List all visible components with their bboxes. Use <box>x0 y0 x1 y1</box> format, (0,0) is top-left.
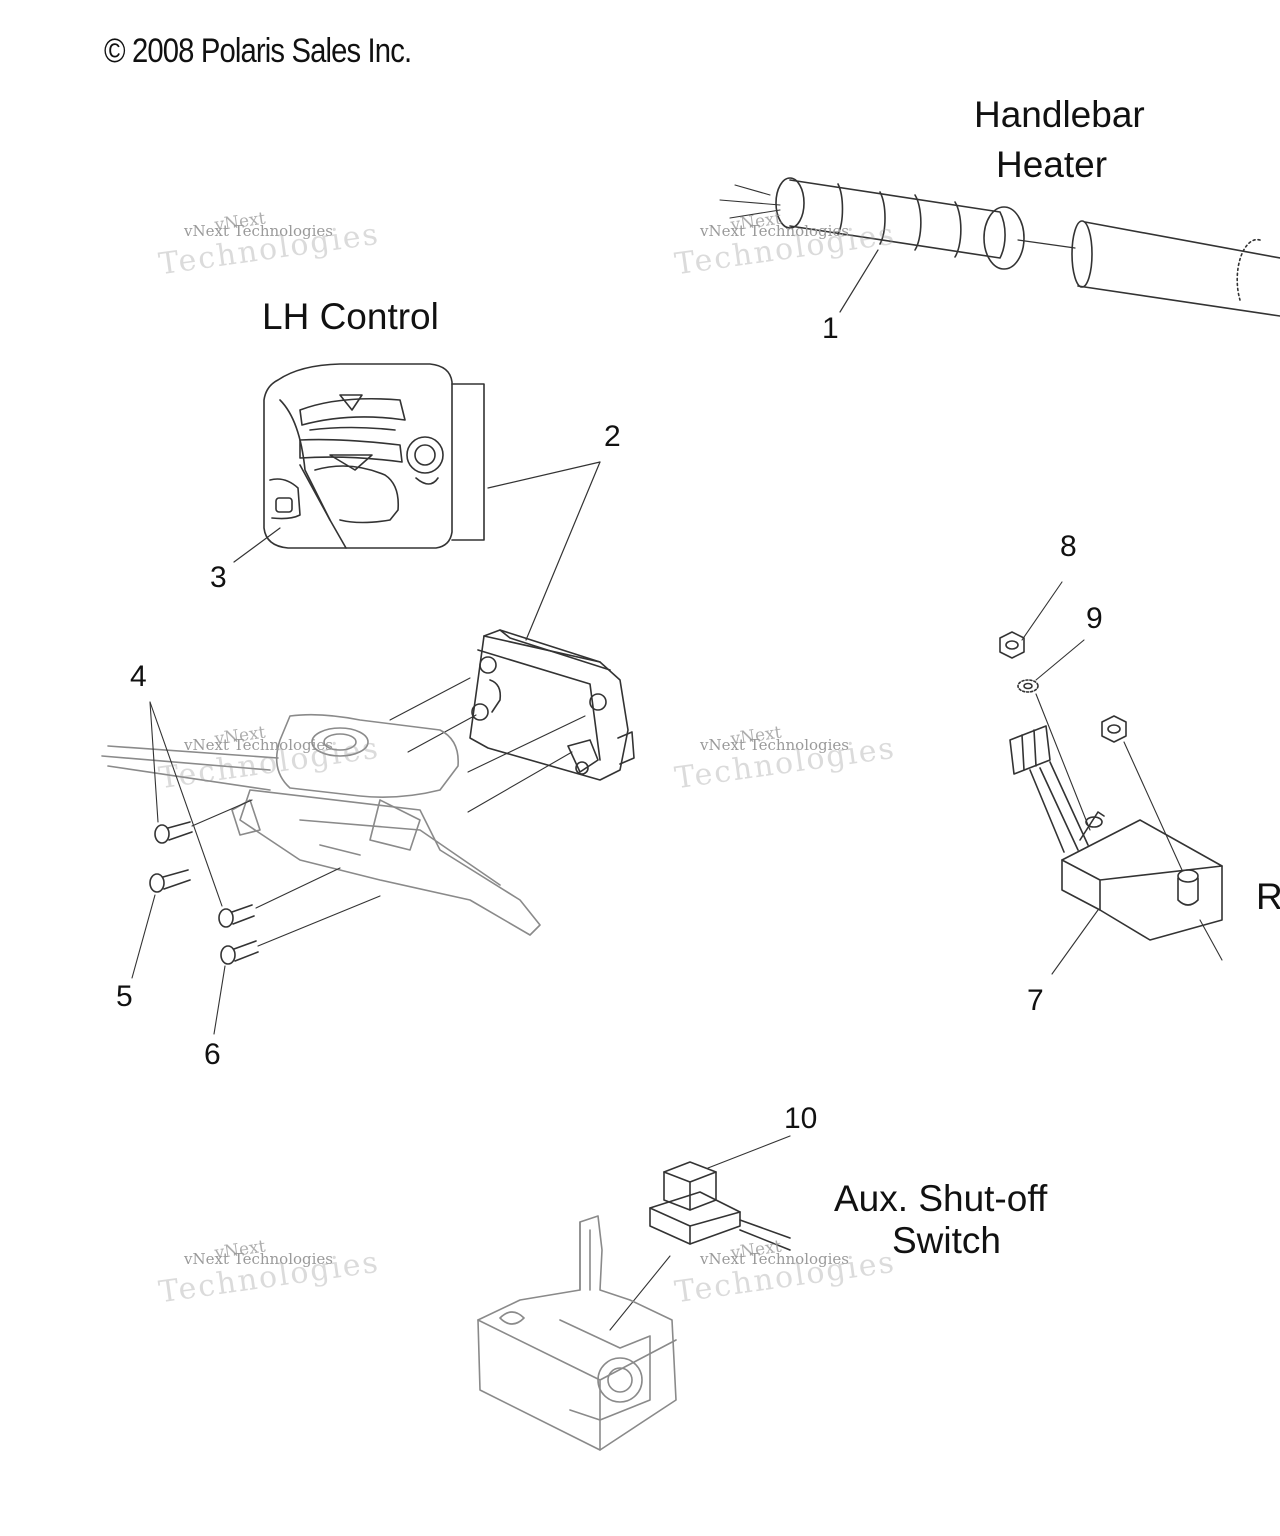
callout-8: 8 <box>1060 530 1077 563</box>
screw-4b <box>218 904 255 928</box>
callout-9: 9 <box>1086 602 1103 635</box>
callout-10: 10 <box>784 1102 818 1135</box>
callout-3: 3 <box>210 561 227 594</box>
callout-2: 2 <box>604 420 621 453</box>
nut-right <box>1101 715 1127 743</box>
aux-switch-housing <box>477 1215 677 1451</box>
copyright-notice: © 2008 Polaris Sales Inc. <box>104 32 412 70</box>
callout-1: 1 <box>822 312 839 345</box>
handlebar-heater-grip <box>719 177 1025 270</box>
lh-control-housing <box>263 363 485 549</box>
callout-4: 4 <box>130 660 147 693</box>
aux-switch-button <box>649 1161 791 1251</box>
callout-5: 5 <box>116 980 133 1013</box>
switch-pod <box>469 629 635 781</box>
title-aux-line1: Aux. Shut-off <box>834 1178 1048 1219</box>
connector <box>1009 725 1089 853</box>
title-handlebar-line2: Heater <box>996 144 1108 185</box>
callout-7: 7 <box>1027 984 1044 1017</box>
screw-5 <box>149 869 191 893</box>
master-cylinder-lever <box>101 713 541 936</box>
nut-8 <box>999 631 1025 659</box>
title-handlebar-line1: Handlebar <box>974 94 1145 135</box>
screw-6 <box>220 940 259 965</box>
module-box <box>1061 811 1223 941</box>
callout-6: 6 <box>204 1038 221 1071</box>
screw-4a <box>154 821 193 844</box>
washer-9 <box>1017 679 1039 693</box>
title-r-partial: R <box>1256 876 1280 917</box>
title-lh-control: LH Control <box>262 296 439 337</box>
title-aux-line2: Switch <box>892 1220 1001 1261</box>
handlebar-tube <box>1071 220 1280 317</box>
